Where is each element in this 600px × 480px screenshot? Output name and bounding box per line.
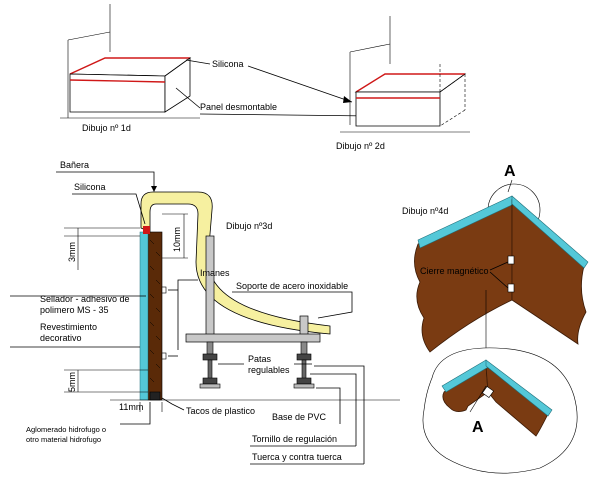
detail-leader xyxy=(469,385,487,413)
label-dibujo-3d: Dibujo nº3d xyxy=(226,221,272,231)
iman-lower xyxy=(161,352,167,360)
leader-cierre-lower xyxy=(489,271,509,289)
label-tacos: Tacos de plastico xyxy=(186,406,255,416)
label-revestimiento-1: Revestimiento xyxy=(40,322,97,332)
label-banera: Bañera xyxy=(60,160,89,170)
tub-top-2d xyxy=(354,73,467,93)
label-dibujo-4d: Dibujo nº4d xyxy=(402,206,448,216)
label-patas-1: Patas xyxy=(248,354,272,364)
label-silicona: Silicona xyxy=(74,182,106,192)
panel-right-4d xyxy=(511,199,587,345)
leader-tuerca xyxy=(314,365,365,464)
tub-side-1d xyxy=(164,57,191,113)
detail-blob xyxy=(422,347,578,474)
label-tornillo: Tornillo de regulación xyxy=(252,434,337,444)
soporte-frame xyxy=(185,333,321,343)
aglomerado-panel xyxy=(147,231,163,401)
leader-imanes xyxy=(177,279,198,350)
label-dibujo-2d: Dibujo nº 2d xyxy=(336,141,385,151)
label-revestimiento-2: decorativo xyxy=(40,333,82,343)
cierre-iman-upper xyxy=(507,255,515,265)
arrow-head-silicona xyxy=(343,96,352,103)
leader-aglomerado xyxy=(120,402,151,425)
aglomerado-speckle xyxy=(149,239,161,383)
revestimiento-layer xyxy=(139,231,149,401)
detail-magnet xyxy=(482,386,494,398)
silicone-line-1d xyxy=(69,57,190,75)
drawing-4d: A Dibujo nº4d Cierre magnético A xyxy=(402,163,589,474)
leader-base-pvc xyxy=(316,387,341,424)
leader-banera xyxy=(56,171,155,188)
label-aglomerado-2: otro material hidrofugo xyxy=(26,435,101,444)
label-panel-desmontable: Panel desmontable xyxy=(200,102,277,112)
detail-panel-left xyxy=(442,365,489,412)
drawing-2d: Dibujo nº 2d xyxy=(336,16,470,151)
label-dibujo-1d: Dibujo nº 1d xyxy=(82,123,131,133)
leader-tornillo xyxy=(310,373,357,446)
edge-right-4d xyxy=(511,195,589,269)
label-a-bottom: A xyxy=(472,419,484,436)
drawing-3d: Bañera Silicona Dibujo nº3d 3mm 10mm Ima… xyxy=(10,160,400,465)
label-3mm: 3mm xyxy=(67,242,77,262)
panel-edge-1d xyxy=(69,79,166,83)
label-11mm: 11mm xyxy=(119,402,143,412)
leader-tacos xyxy=(161,397,185,411)
silicone-line-2d xyxy=(355,73,465,93)
arrow-silicona-1d xyxy=(185,59,211,65)
label-sellador-1: Sellador - adhesivo de xyxy=(40,294,130,304)
label-base-pvc: Base de PVC xyxy=(272,412,327,422)
leader-cierre-upper xyxy=(489,261,509,271)
soporte-post-left xyxy=(205,235,215,341)
leader-a-top xyxy=(507,179,513,193)
label-a-top: A xyxy=(504,163,516,180)
arrow-silicona-2d xyxy=(247,65,353,103)
wall-line-2d-top xyxy=(349,43,391,53)
label-patas-2: regulables xyxy=(248,365,290,375)
iman-upper xyxy=(161,286,167,294)
label-sellador-2: polimero MS - 35 xyxy=(40,305,109,315)
taco-plastico xyxy=(149,391,161,401)
label-silicona-top: Silicona xyxy=(212,59,244,69)
callout-panel: Panel desmontable xyxy=(175,87,373,117)
leader-silicona xyxy=(72,193,146,225)
label-cierre: Cierre magnético xyxy=(420,266,489,276)
leader-soporte xyxy=(232,291,353,319)
label-imanes: Imanes xyxy=(200,268,230,278)
arrow-panel-1d xyxy=(175,87,201,109)
wall-line-1d-top xyxy=(67,31,111,41)
arrow-panel-2d xyxy=(199,113,373,117)
drawing-1d: Dibujo nº 1d xyxy=(60,4,200,133)
arrowhead-banera xyxy=(151,186,157,192)
tub-front-2d xyxy=(355,91,441,127)
pata-left xyxy=(199,341,221,389)
label-aglomerado-1: Aglomerado hidrofugo o xyxy=(26,425,106,434)
cierre-iman-lower xyxy=(507,283,515,293)
detail-edge-right xyxy=(485,359,553,417)
callout-silicona-top: Silicona xyxy=(185,59,353,103)
bathtub-section xyxy=(140,191,331,335)
dash-2d-a xyxy=(439,73,466,93)
silicona-bead xyxy=(143,226,150,234)
label-10mm: 10mm xyxy=(172,227,182,252)
label-tuerca: Tuerca y contra tuerca xyxy=(252,452,342,462)
pata-right xyxy=(293,341,315,389)
dash-2d-c xyxy=(439,109,466,127)
label-soporte: Soporte de acero inoxidable xyxy=(236,281,348,291)
label-5mm: 5mm xyxy=(67,372,77,392)
